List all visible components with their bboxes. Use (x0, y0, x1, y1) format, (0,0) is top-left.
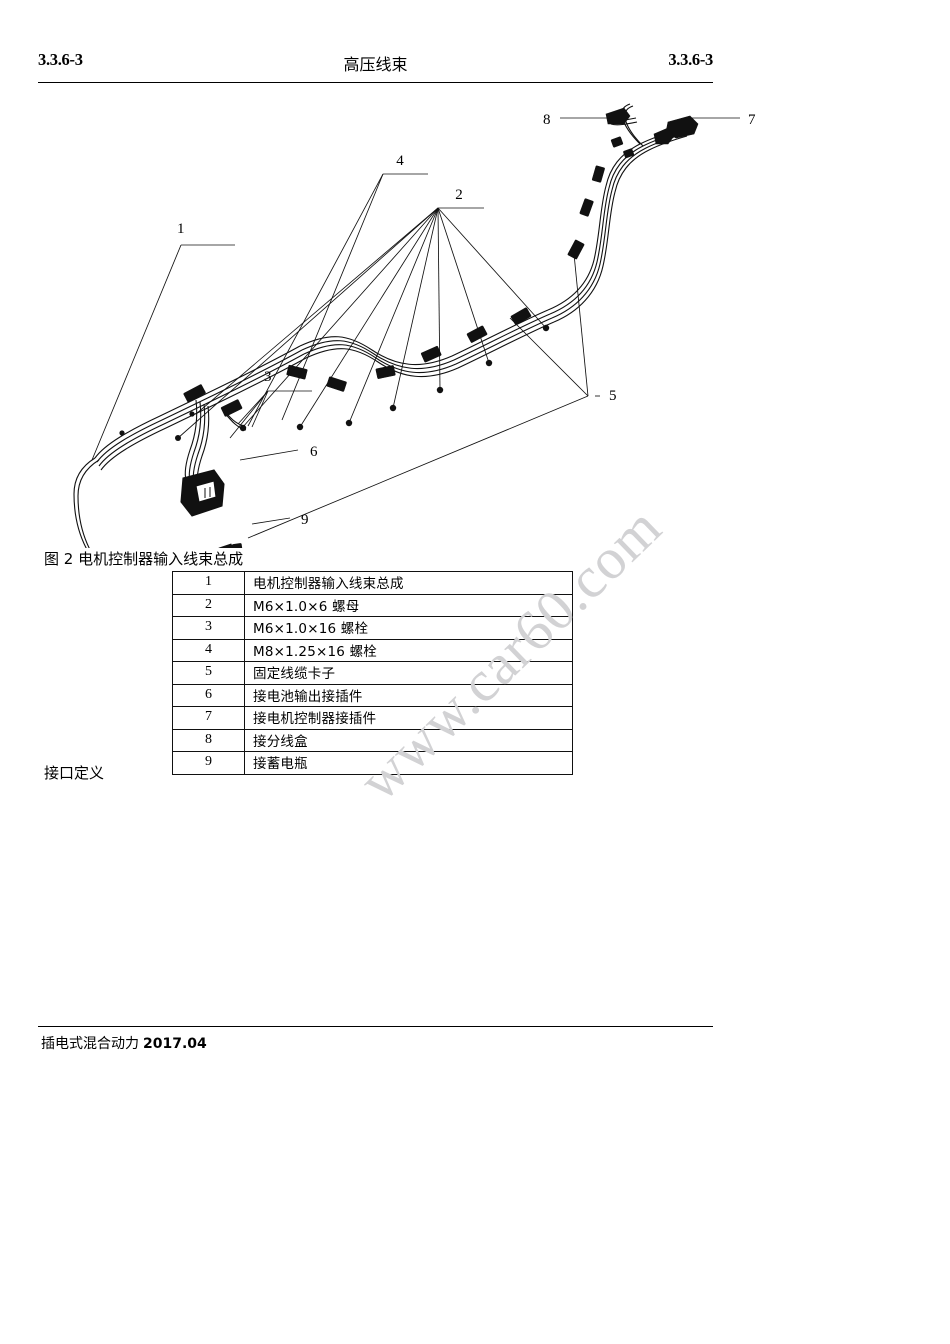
harness-cable-bundle (73, 103, 688, 548)
parts-list-table: 1 电机控制器输入线束总成 2 M6×1.0×6 螺母 3 M6×1.0×16 … (172, 571, 573, 775)
callout-4: 4 (396, 153, 404, 169)
table-row: 7 接电机控制器接插件 (172, 706, 573, 730)
table-row: 1 电机控制器输入线束总成 (172, 571, 573, 595)
header-right-code: 3.3.6-3 (668, 50, 713, 69)
part-number: 3 (172, 616, 245, 640)
part-name: 固定线缆卡子 (244, 661, 573, 685)
part-number: 1 (172, 571, 245, 595)
page-header: 3.3.6-3 高压线束 3.3.6-3 (38, 50, 713, 78)
callout-6: 6 (310, 444, 318, 460)
part-number: 5 (172, 661, 245, 685)
part-number: 6 (172, 683, 245, 707)
table-row: 5 固定线缆卡子 (172, 661, 573, 685)
callout-5: 5 (609, 388, 617, 404)
table-row: 4 M8×1.25×16 螺栓 (172, 638, 573, 662)
callout-3: 3 (264, 369, 272, 385)
section-heading-interface-definition: 接口定义 (44, 764, 105, 782)
callout-leader-lines (91, 117, 740, 539)
part-number: 2 (172, 593, 245, 617)
part-number: 8 (172, 728, 245, 752)
callout-2: 2 (455, 187, 463, 203)
cable-clamps (183, 107, 699, 417)
table-row: 6 接电池输出接插件 (172, 683, 573, 707)
header-divider (38, 82, 713, 83)
part-name: M6×1.0×6 螺母 (244, 593, 573, 617)
table-row: 9 接蓄电瓶 (172, 751, 573, 775)
part-name: 接蓄电瓶 (244, 751, 573, 775)
part-number: 4 (172, 638, 245, 662)
part-name: 接电机控制器接插件 (244, 706, 573, 730)
table-row: 2 M6×1.0×6 螺母 (172, 593, 573, 617)
battery-terminal-connector (218, 543, 244, 548)
part-name: M8×1.25×16 螺栓 (244, 638, 573, 662)
footer-divider (38, 1026, 713, 1027)
parts-table-body: 1 电机控制器输入线束总成 2 M6×1.0×6 螺母 3 M6×1.0×16 … (172, 571, 573, 775)
callout-7: 7 (748, 112, 756, 128)
footer-text: 插电式混合动力 (41, 1036, 139, 1052)
callout-8: 8 (543, 112, 551, 128)
part-name: 电机控制器输入线束总成 (244, 571, 573, 595)
footer-date: 2017.04 (143, 1036, 207, 1052)
callout-1: 1 (177, 221, 185, 237)
wiring-harness-diagram: 1 2 3 4 5 6 7 8 9 (0, 78, 800, 548)
page-title: 高压线束 (343, 55, 408, 74)
part-number: 9 (172, 751, 245, 775)
figure-caption: 图 2 电机控制器输入线束总成 (44, 550, 244, 568)
part-name: M6×1.0×16 螺栓 (244, 616, 573, 640)
part-number: 7 (172, 706, 245, 730)
part-name: 接电池输出接插件 (244, 683, 573, 707)
header-left-code: 3.3.6-3 (38, 50, 83, 69)
part-name: 接分线盒 (244, 728, 573, 752)
callout-labels: 1 2 3 4 5 6 7 8 9 (177, 112, 756, 528)
table-row: 3 M6×1.0×16 螺栓 (172, 616, 573, 640)
battery-output-connector (180, 469, 225, 517)
table-row: 8 接分线盒 (172, 728, 573, 752)
callout-9: 9 (301, 512, 309, 528)
